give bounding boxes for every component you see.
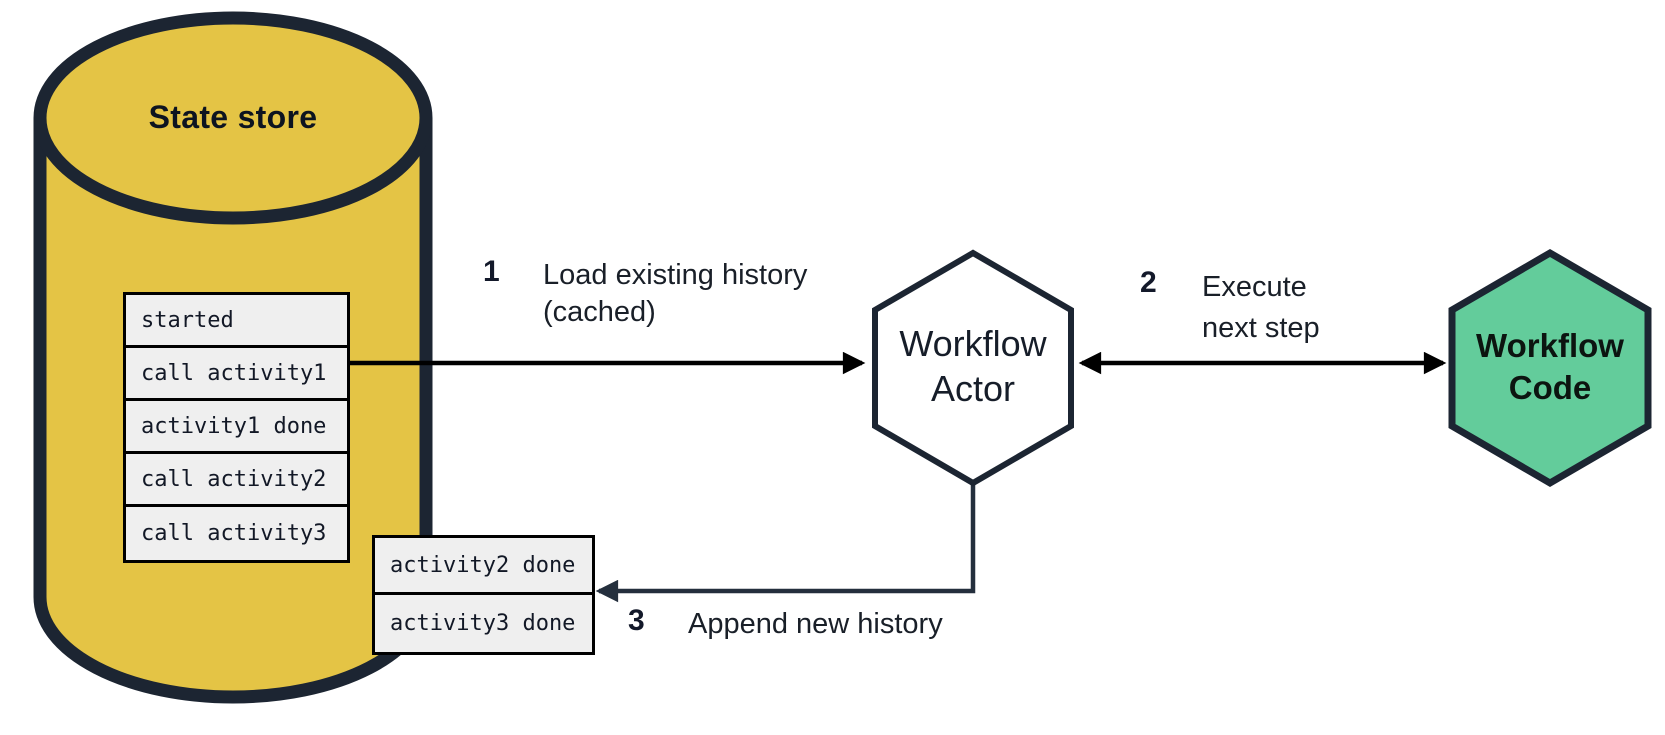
workflow-actor-hexagon: [872, 249, 1074, 487]
workflow-actor-label-line1: Workflow: [899, 323, 1047, 364]
workflow-code-label-line1: Workflow: [1476, 327, 1624, 364]
new-history-row: activity3 done: [375, 595, 592, 652]
step-1-label-line1: Load existing history: [543, 259, 808, 291]
state-store-label: State store: [148, 99, 318, 135]
history-row: activity1 done: [126, 401, 347, 454]
step-3-label-line1: Append new history: [688, 608, 943, 640]
workflow-actor-label-line2: Actor: [930, 368, 1016, 409]
step-1-label: Load existing history (cached): [543, 257, 807, 331]
step-3-number: 3: [628, 604, 645, 637]
arrow-append-new-history: [595, 483, 976, 603]
history-row: started: [126, 295, 347, 348]
step-2-number: 2: [1140, 266, 1157, 299]
history-row: call activity1: [126, 348, 347, 401]
workflow-actor-label: Workflow Actor: [853, 321, 1093, 411]
step-2-label: Execute next step: [1202, 267, 1320, 349]
workflow-code-hexagon: [1448, 248, 1652, 488]
state-store-cylinder-top: [33, 11, 433, 225]
step-2-label-line1: Execute: [1202, 271, 1307, 303]
new-history-table: activity2 done activity3 done: [372, 535, 595, 655]
step-1-label-line2: (cached): [543, 296, 656, 328]
step-3-label: Append new history: [688, 606, 943, 643]
workflow-code-label: Workflow Code: [1430, 325, 1665, 409]
step-1-number: 1: [483, 255, 500, 288]
history-table: started call activity1 activity1 done ca…: [123, 292, 350, 563]
workflow-code-label-line2: Code: [1508, 369, 1592, 406]
step-2-label-line2: next step: [1202, 312, 1320, 344]
history-row: call activity2: [126, 454, 347, 507]
new-history-row: activity2 done: [375, 538, 592, 595]
history-row: call activity3: [126, 507, 347, 560]
